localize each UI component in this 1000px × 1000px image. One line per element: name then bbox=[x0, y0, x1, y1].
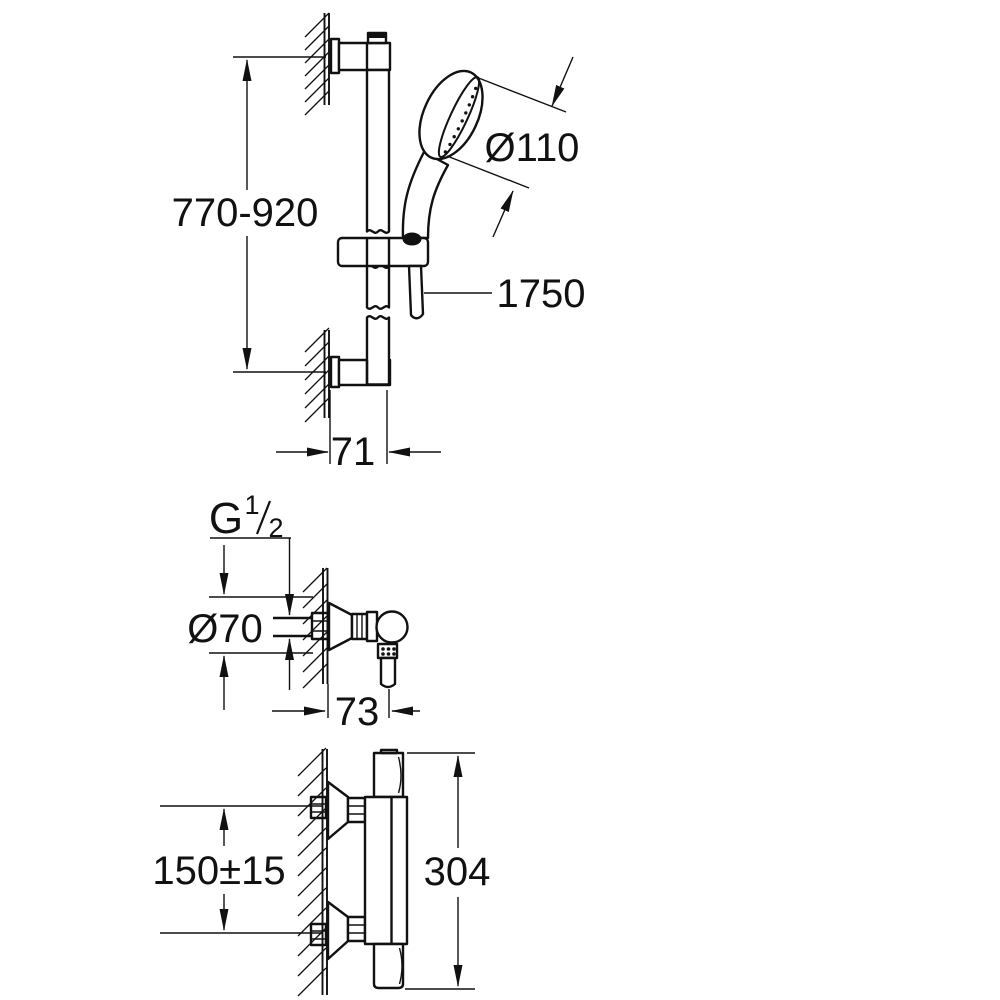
dim-rosette-diameter-label: Ø70 bbox=[187, 607, 263, 651]
ring-collar bbox=[350, 612, 369, 641]
supply-pipe bbox=[273, 616, 312, 638]
union-nut bbox=[346, 915, 367, 943]
shower-rail-segment bbox=[365, 68, 391, 234]
escutcheon-cone bbox=[326, 900, 350, 961]
hand-shower-head bbox=[418, 69, 484, 161]
wall-hatching bbox=[302, 567, 328, 689]
view-shower-rail: 770-920 Ø110 1750 71 bbox=[172, 12, 585, 474]
wall-hatching bbox=[304, 12, 330, 116]
dimension-body-height: 304 bbox=[405, 752, 491, 990]
thread-numerator: 1 bbox=[244, 490, 259, 520]
dimension-union-projection: 73 bbox=[272, 684, 420, 734]
shower-rail-segment bbox=[365, 315, 391, 386]
dimension-bracket-offset: 71 bbox=[276, 390, 441, 474]
knurled-nut bbox=[376, 642, 399, 660]
wall-line bbox=[323, 330, 330, 418]
view-thermostat: 150±15 304 bbox=[152, 747, 491, 997]
thermostat-tube-bottom bbox=[372, 942, 405, 990]
thread-letter: G bbox=[209, 494, 243, 543]
shower-holder bbox=[336, 236, 430, 268]
hex-nut bbox=[309, 922, 328, 947]
dimension-head-diameter: Ø110 bbox=[446, 56, 580, 238]
dim-hose-length-label: 1750 bbox=[497, 272, 586, 316]
thermostat-body bbox=[363, 795, 409, 946]
dimension-thread: G 1 2 bbox=[209, 490, 294, 690]
dim-head-diameter-label: Ø110 bbox=[485, 126, 580, 170]
wall-hatching bbox=[304, 327, 330, 423]
rail-top-bracket bbox=[329, 31, 392, 75]
dim-bracket-offset-label: 71 bbox=[331, 430, 376, 474]
dim-body-height-label: 304 bbox=[424, 850, 491, 894]
hose-connector-stub bbox=[379, 656, 397, 689]
view-wall-union: G 1 2 Ø70 73 bbox=[187, 490, 420, 734]
wall-line bbox=[323, 13, 330, 105]
dimension-hose-length: 1750 bbox=[424, 272, 585, 316]
handle-end-cap bbox=[402, 232, 422, 246]
escutcheon-cone bbox=[326, 780, 350, 841]
dim-union-projection-label: 73 bbox=[335, 690, 380, 734]
thread-denominator: 2 bbox=[268, 513, 283, 543]
hand-shower-handle bbox=[401, 150, 450, 240]
bracket-cap bbox=[368, 33, 386, 38]
shower-rail-segment bbox=[365, 264, 391, 310]
union-nut bbox=[346, 796, 367, 824]
holder-ball bbox=[375, 610, 409, 644]
wall-line bbox=[321, 749, 328, 995]
shower-hose bbox=[407, 264, 425, 320]
wall-hatching bbox=[297, 747, 327, 997]
dim-connection-spacing-label: 150±15 bbox=[152, 849, 285, 893]
dimension-connection-spacing: 150±15 bbox=[152, 805, 322, 934]
dimension-rail-height: 770-920 bbox=[172, 56, 326, 373]
wall-line bbox=[322, 568, 329, 684]
tube-top-cap bbox=[379, 748, 399, 755]
escutcheon-cone bbox=[327, 601, 354, 652]
dim-rail-height-label: 770-920 bbox=[172, 191, 319, 235]
knurl-dots bbox=[381, 647, 396, 656]
dimension-rosette-diameter: Ø70 bbox=[187, 545, 313, 710]
spray-face-nozzles bbox=[443, 86, 478, 154]
